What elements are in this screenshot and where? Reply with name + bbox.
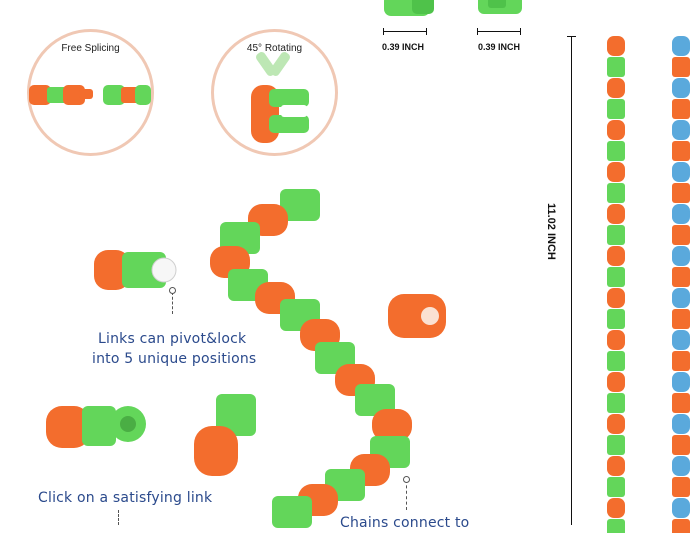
- chain-link: [355, 384, 395, 416]
- width-tick: [426, 28, 427, 35]
- pivot-callout-line1: Links can pivot&lock: [98, 331, 247, 347]
- free-splicing-title: Free Splicing: [61, 43, 120, 54]
- vertical-chain-link: [607, 120, 625, 140]
- loose-link-piece-right: [388, 294, 446, 338]
- top-link-piece-b: [478, 0, 522, 14]
- loose-link-piece-pivot: [94, 250, 177, 290]
- vertical-chain-link: [672, 141, 690, 161]
- width-dimension-line-a: [383, 31, 427, 32]
- vertical-chain-link: [672, 162, 690, 182]
- vertical-chain-link: [672, 477, 690, 497]
- vertical-chain-link: [672, 246, 690, 266]
- vertical-chain-link: [672, 330, 690, 350]
- vertical-chain-link: [607, 351, 625, 371]
- vertical-chain-link: [672, 414, 690, 434]
- vertical-chain-link: [607, 330, 625, 350]
- vertical-chain-link: [607, 414, 625, 434]
- vertical-chain-link: [607, 99, 625, 119]
- vertical-chain-link: [672, 498, 690, 518]
- pivot-leader-line: [172, 292, 173, 314]
- vertical-chain-link: [672, 78, 690, 98]
- vertical-chain-link: [672, 99, 690, 119]
- chain-link: [280, 189, 320, 221]
- vertical-chain-link: [607, 78, 625, 98]
- width-tick: [477, 28, 478, 35]
- vertical-chain-link: [607, 288, 625, 308]
- vertical-chain-link: [607, 141, 625, 161]
- vertical-chain-link: [607, 435, 625, 455]
- vertical-chain-link: [672, 225, 690, 245]
- vertical-chain-link: [672, 456, 690, 476]
- vertical-chain-link: [607, 519, 625, 533]
- chains-leader-line: [406, 480, 407, 510]
- width-dimension-line-b: [477, 31, 521, 32]
- loose-link-piece-click: [46, 406, 146, 448]
- vertical-chain-link: [672, 435, 690, 455]
- vertical-chain-link: [607, 498, 625, 518]
- rotating-illustration: [251, 52, 309, 143]
- width-label-a: 0.39 INCH: [382, 42, 425, 52]
- pivot-leader-dot: [169, 287, 176, 294]
- click-callout: Click on a satisfying link: [38, 490, 213, 506]
- vertical-chain-link: [607, 372, 625, 392]
- vertical-chain-link: [607, 225, 625, 245]
- vertical-chain-link: [672, 204, 690, 224]
- vertical-chain-link: [607, 267, 625, 287]
- vertical-chain-link: [672, 36, 690, 56]
- vertical-chain-link: [672, 519, 690, 533]
- vertical-chain-link: [672, 120, 690, 140]
- free-splicing-illustration: [29, 85, 151, 105]
- pivot-callout-line2: into 5 unique positions: [92, 351, 257, 367]
- vertical-chain-link: [672, 372, 690, 392]
- vertical-chain-link: [607, 309, 625, 329]
- free-splicing-circle: Free Splicing: [27, 29, 154, 156]
- chain-link: [272, 496, 312, 528]
- vertical-chain-link: [607, 456, 625, 476]
- vertical-chain-link: [672, 267, 690, 287]
- width-tick: [383, 28, 384, 35]
- vertical-chain-link: [607, 246, 625, 266]
- loose-link-piece-middle: [194, 394, 256, 476]
- vertical-chain-link: [607, 162, 625, 182]
- rotating-circle: 45° Rotating: [211, 29, 338, 156]
- vertical-chain-link: [672, 309, 690, 329]
- vertical-chain-link: [607, 57, 625, 77]
- length-dimension-line: [571, 36, 572, 525]
- vertical-chain-link: [607, 393, 625, 413]
- length-tick: [567, 36, 576, 37]
- width-tick: [520, 28, 521, 35]
- width-label-b: 0.39 INCH: [478, 42, 521, 52]
- vertical-chain-link: [672, 57, 690, 77]
- vertical-chain-link: [607, 183, 625, 203]
- vertical-chain-link: [672, 351, 690, 371]
- vertical-chain-link: [672, 288, 690, 308]
- vertical-chain-link: [672, 183, 690, 203]
- click-leader-line: [118, 510, 119, 525]
- chain-link: [372, 409, 412, 441]
- vertical-chain-link: [607, 36, 625, 56]
- vertical-chain-link: [607, 477, 625, 497]
- chains-leader-dot: [403, 476, 410, 483]
- rotating-title: 45° Rotating: [246, 43, 303, 54]
- vertical-chain-link: [672, 393, 690, 413]
- vertical-chain-link: [607, 204, 625, 224]
- top-link-piece-a: [384, 0, 434, 16]
